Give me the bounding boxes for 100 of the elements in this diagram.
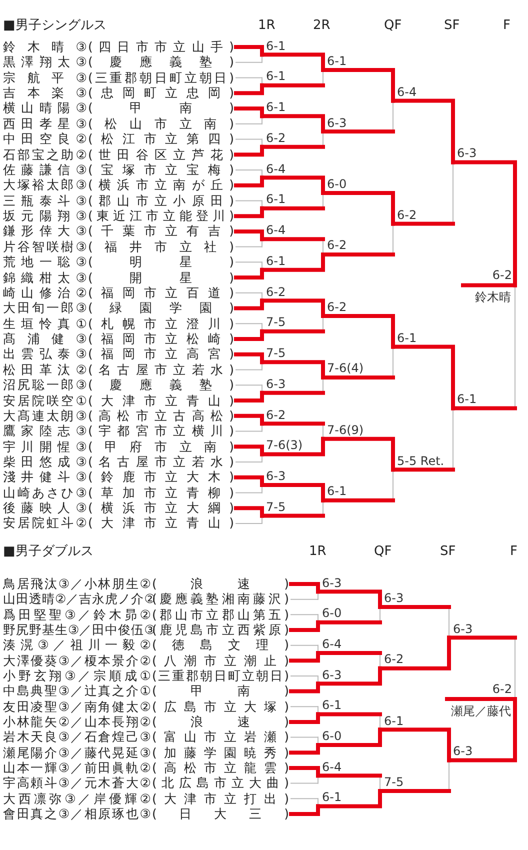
player-name: 鈴木晴③ <box>3 39 87 54</box>
match-score: 6-3 <box>453 622 473 636</box>
school-name: (慶應義塾) <box>88 54 234 70</box>
player-name: 錦織柑太③ <box>3 270 87 285</box>
school-name: (福井市立社) <box>88 238 234 254</box>
school-name: (横浜市立南が丘) <box>88 177 234 192</box>
section-heading: ■男子ダブルス <box>3 544 94 559</box>
match-score: 7-6(4) <box>327 361 364 376</box>
player-name: 生垣怜真① <box>3 316 87 331</box>
match-score: 6-2 <box>384 652 404 666</box>
school-name: (宇都宮市立横川) <box>88 423 234 438</box>
school-name: (名古屋市立若水) <box>88 362 234 377</box>
school-name: (高松市立古高松) <box>88 408 234 423</box>
match-score: 6-1 <box>327 484 347 498</box>
school-name: (三重郡朝日町立朝日) <box>88 70 234 85</box>
match-score: 7-5 <box>266 346 286 360</box>
round-header: SF <box>440 544 456 559</box>
player-name: 會田真之③／相原琢也③ <box>3 806 151 821</box>
school-name: (鹿児島市立西紫原) <box>152 622 289 637</box>
school-name: (福岡市立松崎) <box>88 331 234 346</box>
player-name: 石部宝之助② <box>3 146 87 162</box>
match-score: 6-3 <box>322 668 342 682</box>
round-header: 2R <box>313 18 330 33</box>
school-name: (郡山市立小原田) <box>88 192 234 208</box>
match-score: 7-5 <box>384 774 404 789</box>
school-name: (富山市立岩瀬) <box>152 729 289 744</box>
player-name: 宇高頼斗③／元木蒼大② <box>3 775 151 790</box>
match-score: 6-3 <box>322 576 342 590</box>
player-name: 友田凌聖③／南角健太② <box>3 698 151 714</box>
player-name: 瀬尾陽介③／藤代晃延③ <box>3 744 151 760</box>
school-name: (宝塚市立宝梅) <box>88 162 234 177</box>
player-name: 西田孝星③ <box>3 116 87 131</box>
match-score: 7-5 <box>266 315 286 330</box>
player-name: 山本一輝③／前田眞軌② <box>3 760 151 775</box>
match-score: 6-4 <box>322 760 342 774</box>
match-score: 6-1 <box>397 330 417 345</box>
round-header: 1R <box>309 544 326 559</box>
match-score: 6-2 <box>266 284 286 299</box>
player-name: 三瓶泰斗③ <box>3 192 87 208</box>
school-name: (高松市立龍雲) <box>152 760 289 775</box>
match-score: 6-1 <box>322 698 342 712</box>
school-name: (千葉市立有吉) <box>88 223 234 238</box>
match-score: 6-1 <box>266 69 286 84</box>
player-name: 黒澤翔太③ <box>3 54 87 70</box>
player-name: 大髙連太朗③ <box>3 408 87 423</box>
player-name: 小野玄翔③／宗順成① <box>3 668 151 683</box>
match-score: 6-1 <box>327 54 347 68</box>
school-name: (世田谷区立芦花) <box>88 146 234 162</box>
match-score: 6-1 <box>266 254 286 268</box>
school-name: (忠岡町立忠岡) <box>88 85 234 100</box>
player-name: 宗航平③ <box>3 70 87 85</box>
round-header: QF <box>374 544 392 559</box>
player-name: 爲田堅聖③／鈴木昴② <box>3 606 151 622</box>
match-score: 7-5 <box>266 500 286 514</box>
match-score: 6-3 <box>457 146 477 160</box>
match-score: 6-3 <box>453 744 473 758</box>
school-name: (三重郡朝日町立朝日) <box>152 668 289 683</box>
player-name: 出雲弘泰③ <box>3 346 87 362</box>
player-name: 髙浦健③ <box>3 331 87 346</box>
match-score: 7-6(9) <box>327 422 364 437</box>
school-name: (日大三) <box>152 806 289 821</box>
match-score: 6-2 <box>491 268 512 282</box>
player-name: 柴田悠成③ <box>3 454 87 469</box>
school-name: (横浜市立大綱) <box>88 500 234 516</box>
school-name: (明星) <box>88 254 234 270</box>
player-name: 大澤優葵③／榎本景介② <box>3 652 151 668</box>
school-name: (郡山市立郡山第五) <box>152 606 289 622</box>
school-name: (松山市立南) <box>88 116 234 131</box>
match-score: 6-1 <box>384 714 404 728</box>
player-name: 中田空良② <box>3 131 87 146</box>
match-score: 6-1 <box>266 38 286 53</box>
match-score: 6-1 <box>322 790 342 804</box>
player-name: 山崎あさひ③ <box>3 484 87 500</box>
match-score: 6-0 <box>322 728 342 743</box>
player-name: 後藤映人③ <box>3 500 87 516</box>
school-name: (甲南) <box>152 683 289 698</box>
match-score: 6-2 <box>397 208 417 222</box>
school-name: (名古屋市立若水) <box>88 454 234 469</box>
player-name: 安居院咲空① <box>3 392 87 408</box>
match-score: 6-1 <box>266 100 286 114</box>
school-name: (札幌市立澄川) <box>88 316 234 331</box>
player-name: 横山晴陽③ <box>3 100 87 116</box>
player-name: 鷹家陸志③ <box>3 423 87 438</box>
player-name: 岩木天良③／石倉煌己③ <box>3 729 151 744</box>
school-name: (四日市市立山手) <box>88 39 234 54</box>
match-score: 6-2 <box>327 300 347 314</box>
school-name: (甲府市立南) <box>88 438 234 454</box>
round-header: QF <box>384 18 402 33</box>
match-score: 6-3 <box>266 376 286 391</box>
champion-name: 瀬尾／藤代 <box>450 704 511 718</box>
player-name: 佐藤謙信③ <box>3 162 87 177</box>
match-score: 6-0 <box>327 177 347 191</box>
school-name: (緑園学園) <box>88 300 234 316</box>
school-name: (松江市立第四) <box>88 131 234 146</box>
match-score: 7-6(3) <box>266 438 303 452</box>
player-name: 小林龍矢②／山本長翔② <box>3 714 151 729</box>
match-score: 5-5 Ret. <box>397 454 444 468</box>
school-name: (慶應義塾) <box>88 377 234 392</box>
school-name: (鈴鹿市立大木) <box>88 469 234 484</box>
school-name: (福岡市立高宮) <box>88 346 234 362</box>
